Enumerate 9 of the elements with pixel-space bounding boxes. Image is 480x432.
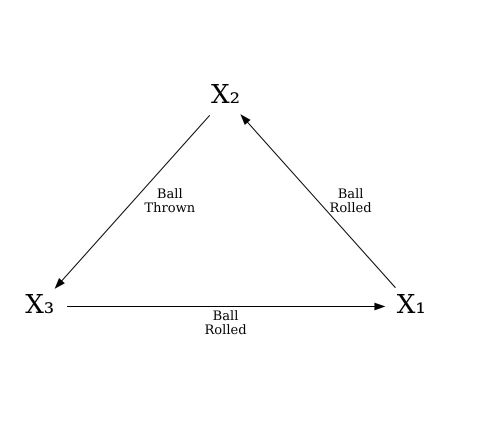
node-text: X₃: [25, 290, 54, 320]
arrow: [54, 114, 210, 289]
edge-label: Ball Thrown: [144, 186, 196, 216]
node-text: X₁: [396, 290, 426, 320]
edge-label: Ball Rolled: [330, 186, 372, 216]
edge-label: Ball Rolled: [204, 308, 247, 338]
node-text: X₂: [211, 80, 240, 110]
arrow: [240, 114, 396, 288]
arrow: [67, 302, 386, 310]
